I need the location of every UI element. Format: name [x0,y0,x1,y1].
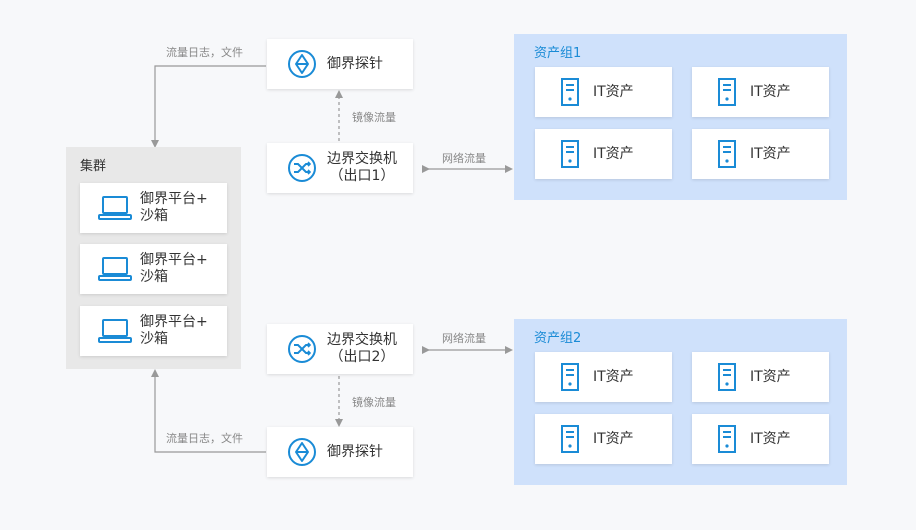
top-switch-node[interactable]: 边界交换机（出口1） [267,143,413,193]
asset-label: IT资产 [750,145,791,162]
bottom-mirror-note: 镜像流量 [352,396,396,409]
asset-node[interactable]: IT资产 [535,414,672,464]
asset-node[interactable]: IT资产 [692,414,829,464]
server-icon [561,425,579,453]
asset-label: IT资产 [750,83,791,100]
laptop-icon [98,257,132,281]
platform-label-line1: 御界平台+ [140,314,208,330]
asset-label: IT资产 [593,430,634,447]
bottom-probe-node[interactable]: 御界探针 [267,427,413,477]
top-probe-label: 御界探针 [327,55,383,72]
server-icon [561,363,579,391]
switch-icon [288,154,316,182]
asset-group-1-title: 资产组1 [534,46,582,61]
asset-node[interactable]: IT资产 [692,129,829,179]
probe-icon [288,438,316,466]
top-probe-node[interactable]: 御界探针 [267,39,413,89]
asset-node[interactable]: IT资产 [535,129,672,179]
bottom-network-note: 网络流量 [442,332,486,345]
platform-node[interactable]: 御界平台+沙箱 [80,183,227,233]
top-network-note: 网络流量 [442,152,486,165]
probe-icon [288,50,316,78]
server-icon [718,425,736,453]
platform-node[interactable]: 御界平台+沙箱 [80,244,227,294]
switch-icon [288,335,316,363]
bottom-log-connector [151,369,266,453]
asset-group-2-title: 资产组2 [534,331,582,346]
top-log-note: 流量日志，文件 [166,46,243,59]
server-icon [561,78,579,106]
platform-node[interactable]: 御界平台+沙箱 [80,306,227,356]
top-log-connector [151,65,266,148]
bottom-switch-node[interactable]: 边界交换机（出口2） [267,324,413,374]
platform-label-line2: 沙箱 [140,208,168,224]
platform-label-line1: 御界平台+ [140,191,208,207]
asset-label: IT资产 [750,368,791,385]
bottom-switch-label-line2: （出口2） [329,349,395,365]
platform-label-line1: 御界平台+ [140,252,208,268]
asset-node[interactable]: IT资产 [692,67,829,117]
platform-label-line2: 沙箱 [140,331,168,347]
asset-label: IT资产 [593,83,634,100]
cluster-title: 集群 [80,159,107,174]
asset-label: IT资产 [593,145,634,162]
bottom-switch-label-line1: 边界交换机 [327,332,397,348]
asset-node[interactable]: IT资产 [535,352,672,402]
asset-node[interactable]: IT资产 [535,67,672,117]
server-icon [718,363,736,391]
server-icon [718,140,736,168]
asset-label: IT资产 [750,430,791,447]
bottom-log-note: 流量日志，文件 [166,432,243,445]
asset-label: IT资产 [593,368,634,385]
laptop-icon [98,196,132,220]
top-switch-label-line1: 边界交换机 [327,151,397,167]
laptop-icon [98,319,132,343]
server-icon [718,78,736,106]
top-mirror-note: 镜像流量 [352,111,396,124]
server-icon [561,140,579,168]
platform-label-line2: 沙箱 [140,269,168,285]
bottom-probe-label: 御界探针 [327,443,383,460]
asset-node[interactable]: IT资产 [692,352,829,402]
top-switch-label-line2: （出口1） [329,168,395,184]
